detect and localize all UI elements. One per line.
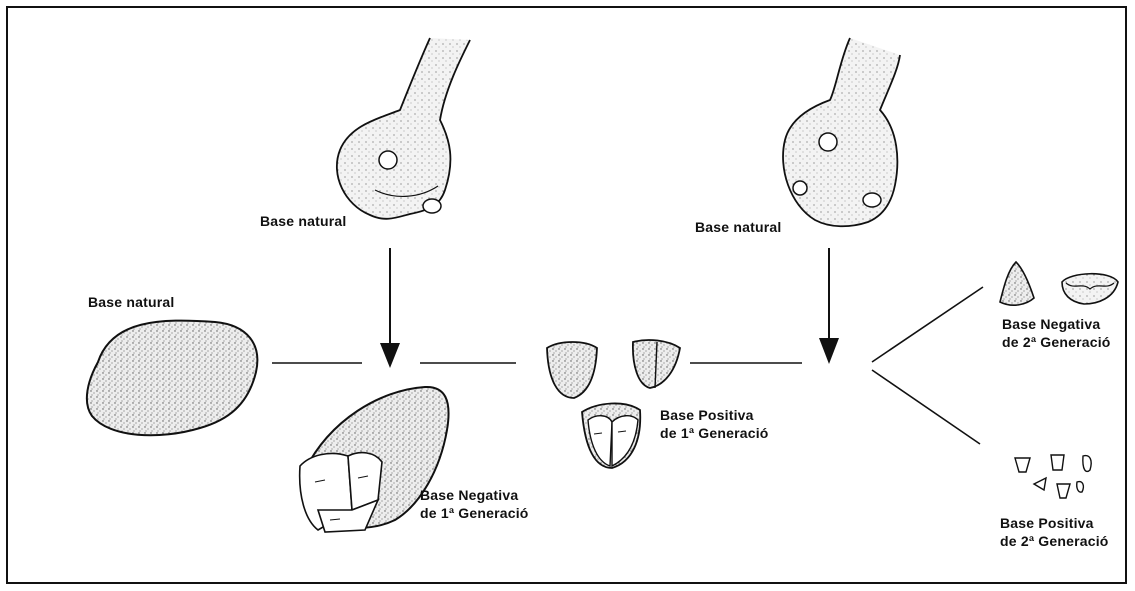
label-base-natural-left: Base natural (88, 293, 174, 311)
natural-pebble-icon (87, 321, 257, 436)
small-flakes-icon (1015, 455, 1091, 498)
label-base-negativa-1-line1: Base Negativa (420, 486, 518, 504)
arrow-down-icon (819, 248, 839, 364)
label-base-positiva-1-line1: Base Positiva (660, 406, 754, 424)
negative-base-2-icon (1000, 262, 1118, 305)
positive-flake-icon (633, 340, 680, 388)
positive-flake-icon (547, 342, 597, 398)
branch-line-down (872, 370, 980, 444)
hand-striking-icon (337, 38, 470, 219)
label-base-positiva-2-line1: Base Positiva (1000, 514, 1094, 532)
hand-striking-icon (783, 38, 900, 226)
label-base-natural-hand1: Base natural (260, 212, 346, 230)
label-base-natural-hand2: Base natural (695, 218, 781, 236)
label-base-positiva-2-line2: de 2ª Generació (1000, 532, 1109, 550)
arrow-down-icon (380, 248, 400, 368)
label-base-negativa-1-line2: de 1ª Generació (420, 504, 529, 522)
label-base-negativa-2-line1: Base Negativa (1002, 315, 1100, 333)
label-base-positiva-1-line2: de 1ª Generació (660, 424, 769, 442)
branch-line-up (872, 287, 983, 362)
label-base-negativa-2-line2: de 2ª Generació (1002, 333, 1111, 351)
positive-flake-icon (582, 403, 640, 468)
